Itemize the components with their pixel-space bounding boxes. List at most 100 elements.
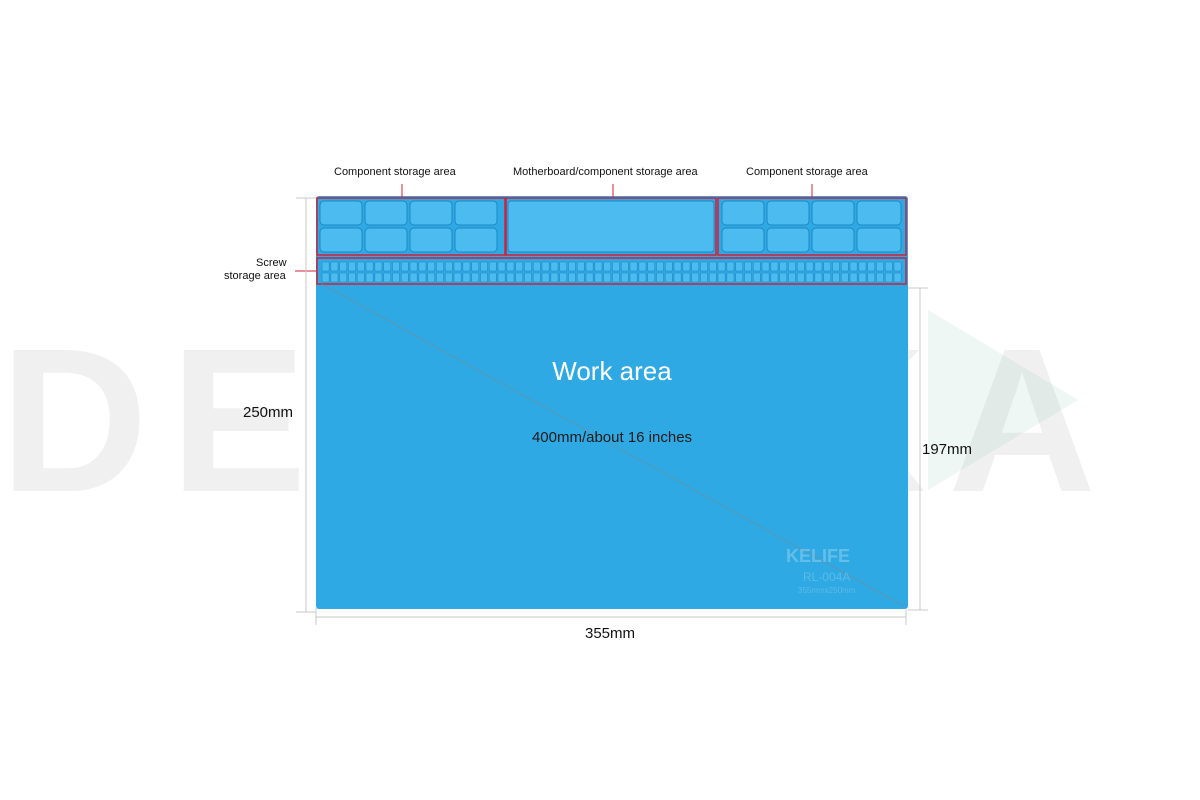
screw-cell	[374, 261, 383, 272]
screw-cell	[656, 261, 664, 272]
screw-cell	[612, 272, 620, 283]
screw-cell	[559, 261, 568, 272]
screw-cell	[383, 272, 392, 283]
screw-cell	[752, 261, 761, 272]
screw-cell	[832, 261, 840, 272]
screw-cell	[497, 272, 506, 283]
brand-logo: KELIFE	[786, 546, 851, 566]
screw-cell	[515, 261, 524, 272]
screw-cell	[708, 272, 717, 283]
screw-cell	[770, 272, 779, 283]
screw-cell	[365, 261, 374, 272]
screw-cell	[576, 261, 585, 272]
screw-cell	[453, 261, 462, 272]
size-text: 355mmx250mm	[798, 586, 856, 595]
screw-cell	[585, 261, 594, 272]
screw-cell	[532, 272, 541, 283]
screw-cell	[849, 272, 858, 283]
screw-cell	[884, 261, 893, 272]
screw-cell	[823, 272, 832, 283]
screw-cell	[471, 261, 480, 272]
screw-cell	[752, 272, 761, 283]
screw-cell	[515, 272, 524, 283]
screw-cell	[409, 272, 418, 283]
screw-cell	[497, 261, 506, 272]
screw-cell	[400, 261, 409, 272]
screw-cell	[682, 272, 691, 283]
screw-cell	[761, 261, 770, 272]
screw-cell	[462, 272, 471, 283]
motherboard-tray	[507, 200, 715, 253]
screw-cell	[876, 272, 884, 283]
component-tray-right	[721, 200, 902, 253]
screw-cell	[488, 261, 497, 272]
screw-cell	[629, 261, 638, 272]
callout-screw-line2: storage area	[224, 270, 286, 282]
screw-cell	[356, 272, 365, 283]
screw-cell	[568, 272, 576, 283]
mat-graphics	[316, 197, 907, 607]
screw-cell	[647, 272, 656, 283]
screw-cell	[559, 272, 568, 283]
screw-cell	[876, 261, 884, 272]
screw-cell	[444, 272, 453, 283]
screw-cell	[858, 261, 867, 272]
callout-screw-line1: Screw	[256, 257, 287, 269]
screw-cell	[330, 272, 339, 283]
screw-cell	[682, 261, 691, 272]
screw-cell	[788, 272, 796, 283]
screw-cell	[418, 272, 427, 283]
screw-cell	[383, 261, 392, 272]
screw-cell	[436, 272, 444, 283]
screw-cell	[761, 272, 770, 283]
screw-cell	[726, 272, 735, 283]
screw-cell	[664, 272, 673, 283]
screw-cell	[339, 261, 348, 272]
callout-component-right: Component storage area	[746, 166, 868, 178]
screw-cell	[893, 272, 902, 283]
screw-cell	[524, 261, 532, 272]
screw-cell	[832, 272, 840, 283]
screw-cell	[444, 261, 453, 272]
screw-cell	[374, 272, 383, 283]
screw-cell	[805, 272, 814, 283]
screw-cell	[524, 272, 532, 283]
screw-cell	[664, 261, 673, 272]
screw-cell	[779, 272, 788, 283]
screw-cell	[656, 272, 664, 283]
screw-cell	[603, 272, 612, 283]
callout-component-left: Component storage area	[334, 166, 456, 178]
work-area-label: Work area	[552, 356, 672, 386]
screw-cell	[796, 261, 805, 272]
screw-storage-grid	[321, 261, 902, 283]
screw-cell	[620, 272, 629, 283]
screw-cell	[840, 272, 849, 283]
screw-cell	[603, 261, 612, 272]
screw-cell	[620, 261, 629, 272]
screw-cell	[550, 272, 559, 283]
screw-cell	[462, 261, 471, 272]
model-text: RL-004A	[803, 570, 851, 584]
screw-cell	[480, 272, 488, 283]
screw-cell	[612, 261, 620, 272]
screw-cell	[427, 272, 436, 283]
screw-cell	[576, 272, 585, 283]
screw-cell	[805, 261, 814, 272]
screw-cell	[726, 261, 735, 272]
screw-cell	[893, 261, 902, 272]
screw-cell	[823, 261, 832, 272]
screw-cell	[392, 272, 400, 283]
screw-cell	[418, 261, 427, 272]
screw-cell	[550, 261, 559, 272]
screw-cell	[735, 261, 744, 272]
screw-cell	[744, 261, 752, 272]
screw-cell	[594, 261, 603, 272]
screw-cell	[506, 272, 515, 283]
screw-cell	[427, 261, 436, 272]
screw-cell	[348, 261, 356, 272]
dim-height-work: 197mm	[922, 441, 973, 458]
diagonal-line	[321, 283, 905, 607]
screw-cell	[532, 261, 541, 272]
